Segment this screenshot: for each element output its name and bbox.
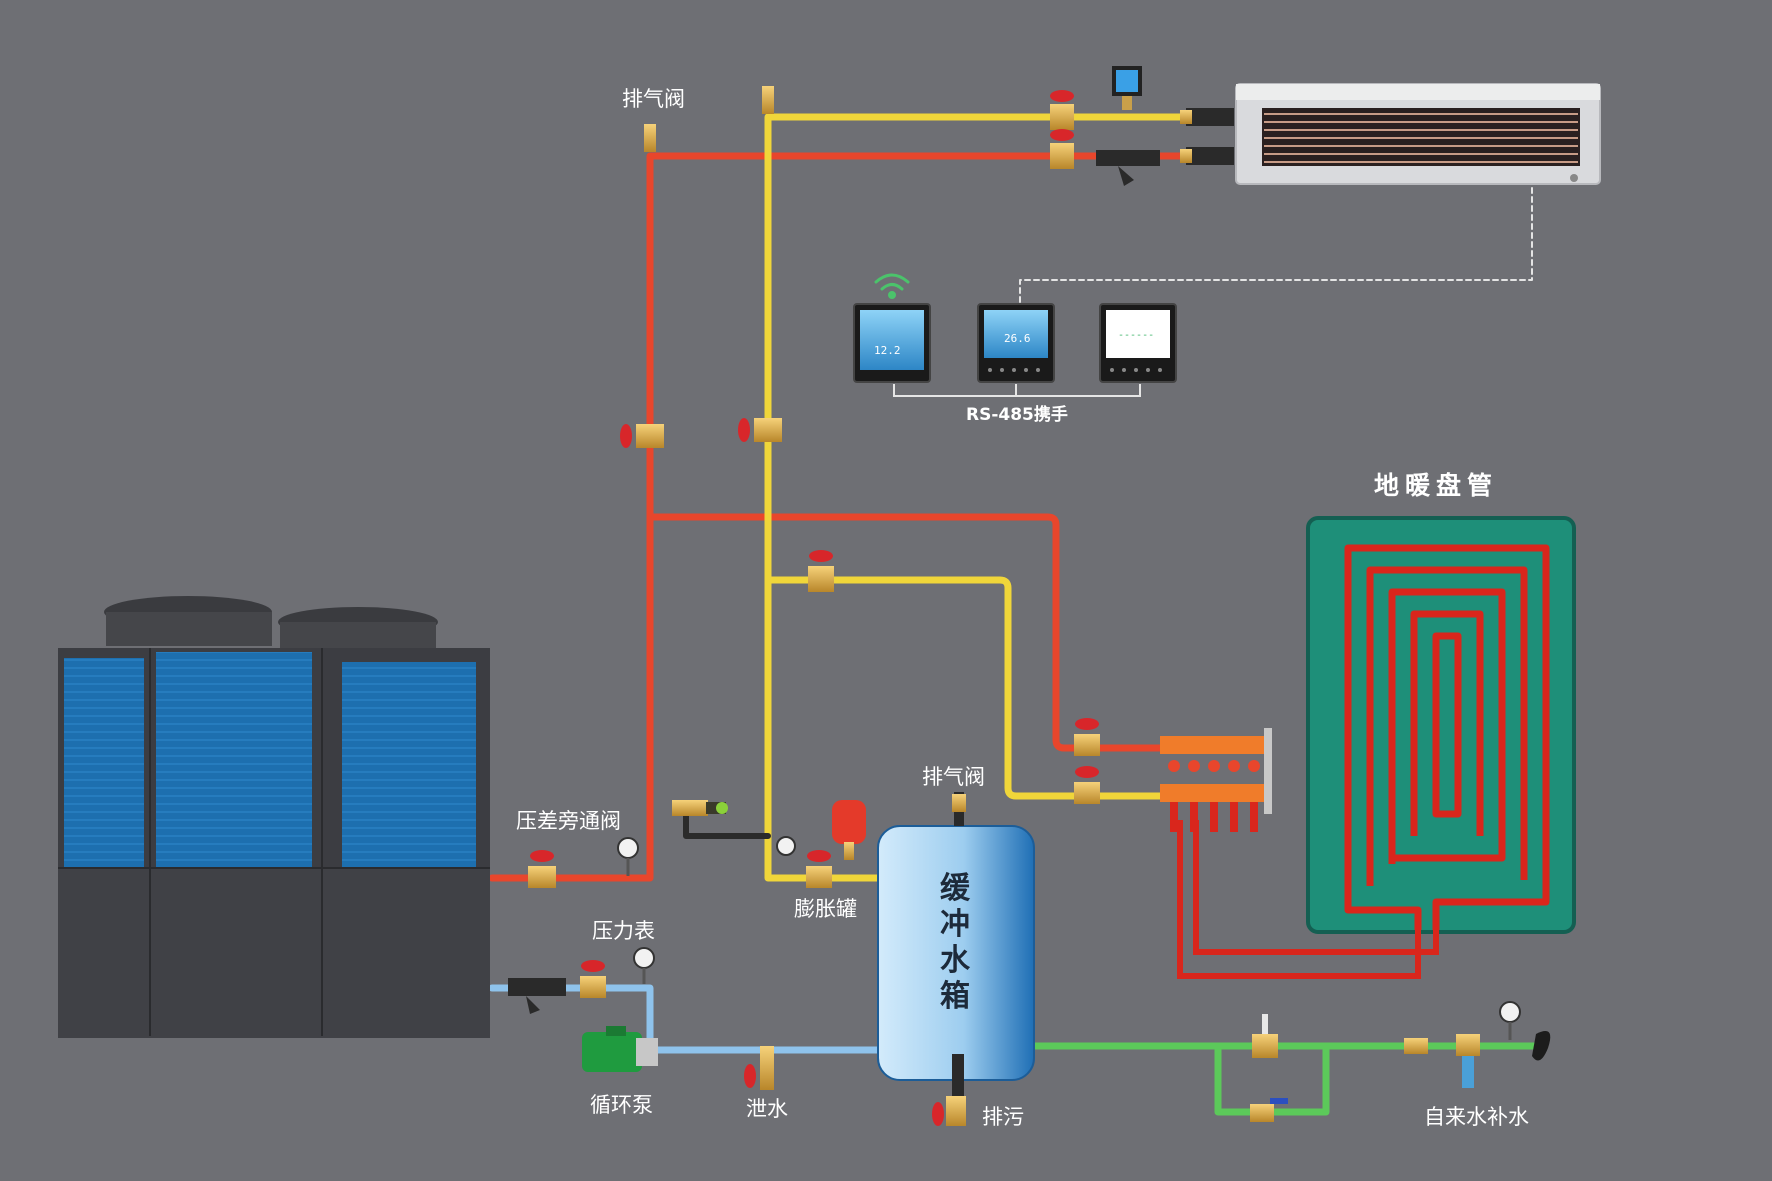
heat-pump-unit (58, 596, 490, 1038)
inlet-pressure-gauge-icon (633, 947, 655, 969)
signal-line (1019, 187, 1533, 305)
expansion-tank-icon (776, 800, 866, 888)
manifold (1074, 718, 1272, 832)
expansion-tank-label: 膨胀罐 (794, 897, 857, 921)
air-vent-tank-label: 排气阀 (922, 765, 985, 789)
floor-heating-coil (1306, 516, 1576, 934)
wifi-icon (874, 273, 910, 299)
rs485-bracket (893, 384, 1141, 397)
bypass-valve-label: 压差旁通阀 (516, 809, 621, 833)
return-pipe-floor-branch (764, 576, 1174, 800)
circulation-pump-label: 循环泵 (590, 1093, 653, 1117)
water-supply-fittings (1250, 1001, 1551, 1122)
buffer-tank-label-2: 冲 (940, 907, 970, 942)
buffer-tank-label-4: 箱 (940, 979, 970, 1014)
drain-label: 泄水 (746, 1097, 788, 1121)
air-vent-top (644, 86, 774, 152)
thermostat-3-value: ------ (1118, 330, 1154, 341)
water-supply-label: 自来水补水 (1424, 1105, 1529, 1129)
rs485-label: RS-485携手 (966, 404, 1068, 425)
drain-valve (744, 1046, 774, 1090)
buffer-tank (877, 792, 1035, 1126)
return-pipe-main (764, 113, 1194, 882)
floor-heating-label: 地暖盘管 (1374, 471, 1498, 500)
inlet-valves (508, 947, 655, 1014)
pressure-gauge-label: 压力表 (592, 919, 655, 943)
pressure-gauge-icon (617, 837, 639, 859)
top-valves (1050, 90, 1160, 186)
fan-coil-unit (1180, 83, 1601, 185)
tap-icon (1532, 1031, 1551, 1061)
circulation-pump-icon (582, 1026, 658, 1072)
cold-pipe (488, 984, 890, 1054)
air-vent-top-label: 排气阀 (622, 87, 685, 111)
floor-heating-lines (1177, 820, 1439, 979)
outlet-valve (528, 837, 639, 888)
bypass-valve-body (672, 800, 728, 816)
buffer-tank-label-1: 缓 (940, 871, 971, 906)
bypass-connector (683, 809, 771, 839)
thermostat-2-value: 26.6 (1004, 332, 1031, 345)
thermostat-group: 12.2 26.6 ------ RS-485携手 (853, 273, 1177, 425)
supply-gauge-icon (1499, 1001, 1521, 1023)
hot-pipe-floor-branch (646, 513, 1174, 752)
buffer-tank-label-3: 水 (940, 943, 971, 978)
pipes (488, 113, 1544, 1116)
vertical-valves (620, 418, 834, 592)
thermostat-1-value: 12.2 (874, 344, 901, 357)
sewage-label: 排污 (982, 1105, 1024, 1129)
expansion-gauge-icon (776, 836, 796, 856)
room-sensor (1112, 66, 1142, 110)
